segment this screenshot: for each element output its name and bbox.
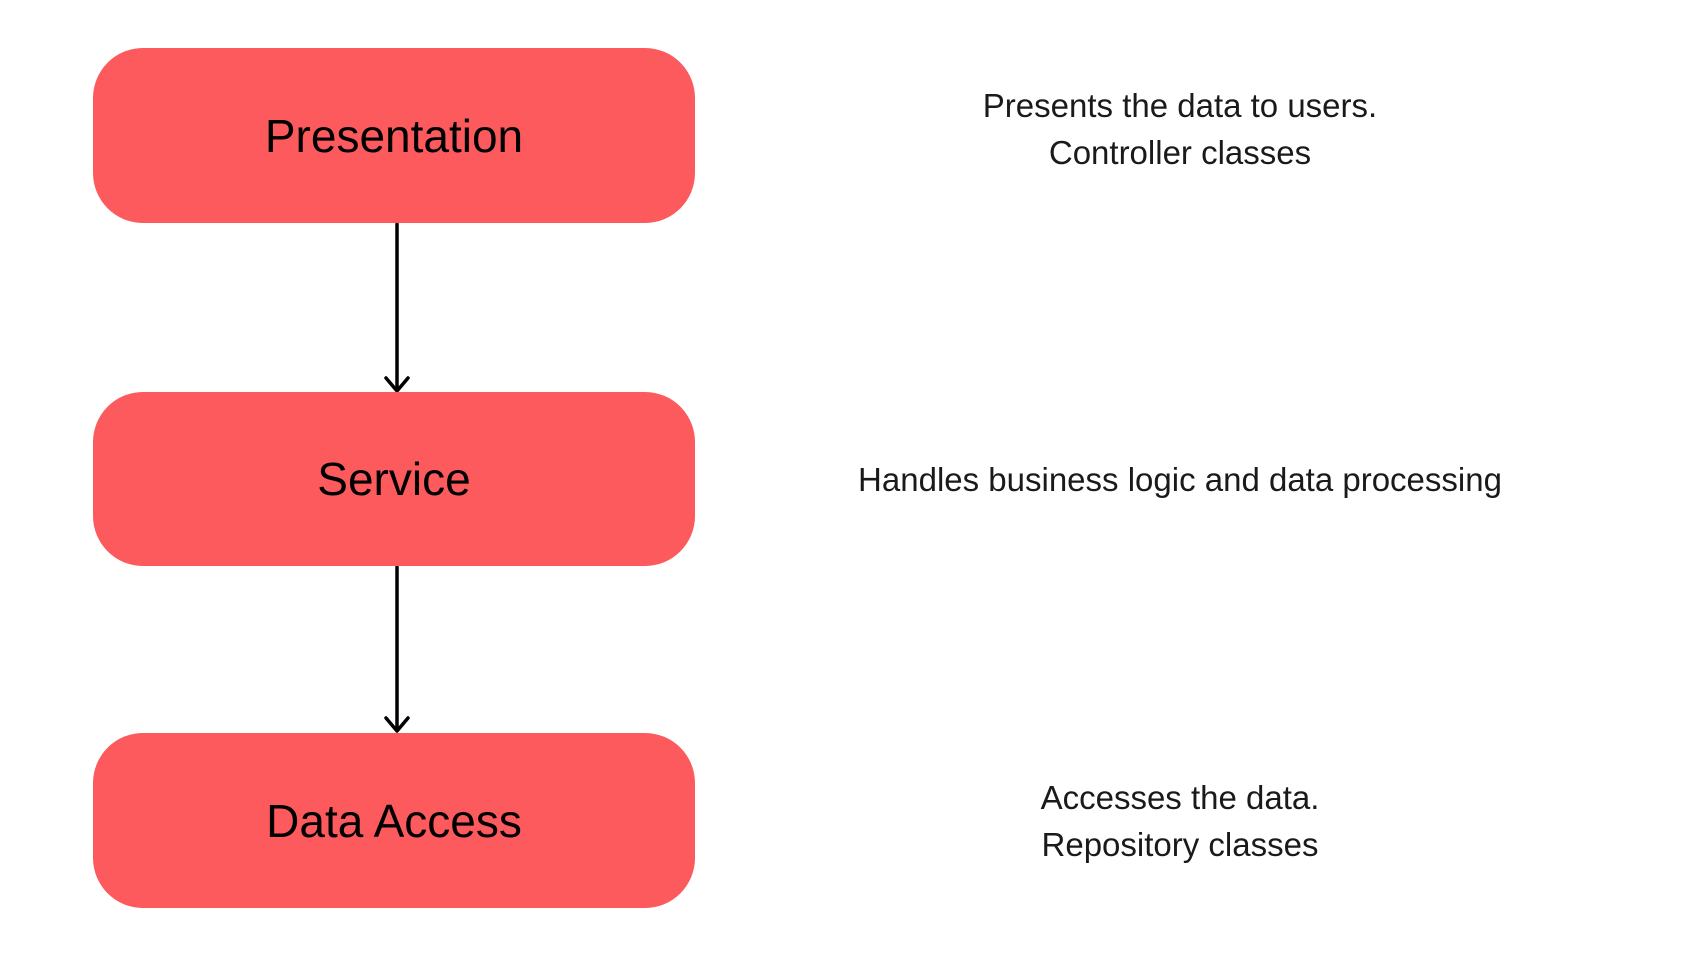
layer-box-presentation: Presentation	[93, 48, 695, 223]
description-line: Presents the data to users.	[982, 86, 1378, 124]
description-line: Controller classes	[1048, 133, 1312, 171]
arrow-service-to-data-access-icon	[384, 565, 410, 733]
layer-label-service: Service	[317, 453, 471, 505]
layer-description-presentation: Presents the data to users. Controller c…	[700, 41, 1660, 216]
layer-box-data-access: Data Access	[93, 733, 695, 908]
layer-box-service: Service	[93, 392, 695, 566]
arrow-presentation-to-service-icon	[384, 222, 410, 393]
description-line: Handles business logic and data processi…	[858, 460, 1502, 498]
description-line: Repository classes	[1041, 825, 1319, 863]
layer-label-presentation: Presentation	[264, 109, 524, 162]
layer-description-data-access: Accesses the data. Repository classes	[700, 733, 1660, 908]
layer-label-data-access: Data Access	[266, 794, 522, 847]
description-line: Accesses the data.	[1040, 778, 1320, 816]
layer-description-service: Handles business logic and data processi…	[700, 392, 1660, 566]
